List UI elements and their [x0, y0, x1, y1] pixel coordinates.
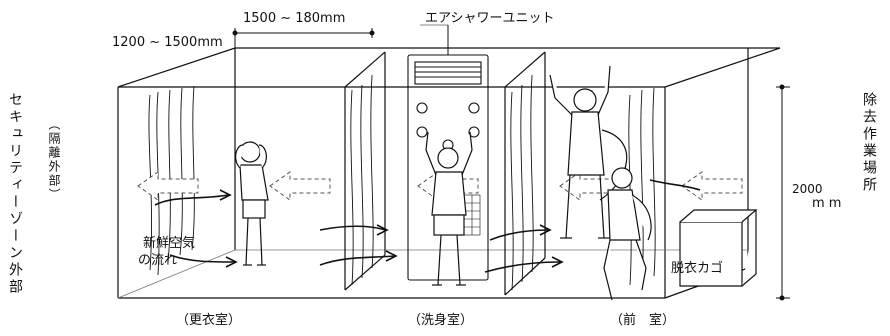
- isolated-outside-label: （隔離外部）: [47, 118, 61, 202]
- person-changing: [234, 141, 269, 266]
- height-value-label: 2000: [792, 182, 823, 196]
- room-changing-label: （更衣室）: [176, 313, 242, 328]
- basket-label: 脱衣カゴ: [671, 261, 724, 276]
- security-zone-label: セキュリティーゾーン外部: [7, 92, 23, 296]
- height-unit-label: m m: [812, 196, 842, 211]
- dimension-lines: [117, 24, 790, 301]
- right-top-depth: [664, 47, 781, 88]
- air-shower-unit-label: エアシャワーユニット: [425, 11, 555, 26]
- person-undressing: [603, 167, 652, 301]
- fresh-air-label-line1: 新鮮空気: [143, 236, 196, 251]
- dimension-width-label: 1500 ~ 180mm: [243, 11, 346, 26]
- room-washing-label: （洗身室）: [408, 313, 474, 328]
- fresh-air-arrows: [154, 179, 701, 273]
- person-suit: [549, 65, 628, 239]
- person-washing: [425, 131, 473, 286]
- room-front-label: （前 室）: [610, 313, 676, 328]
- fresh-air-label-line2: の流れ: [138, 253, 178, 268]
- dimension-depth-label: 1200 ~ 1500mm: [112, 35, 223, 50]
- basket: [679, 209, 758, 287]
- removal-area-label: 除去作業場所: [861, 92, 877, 194]
